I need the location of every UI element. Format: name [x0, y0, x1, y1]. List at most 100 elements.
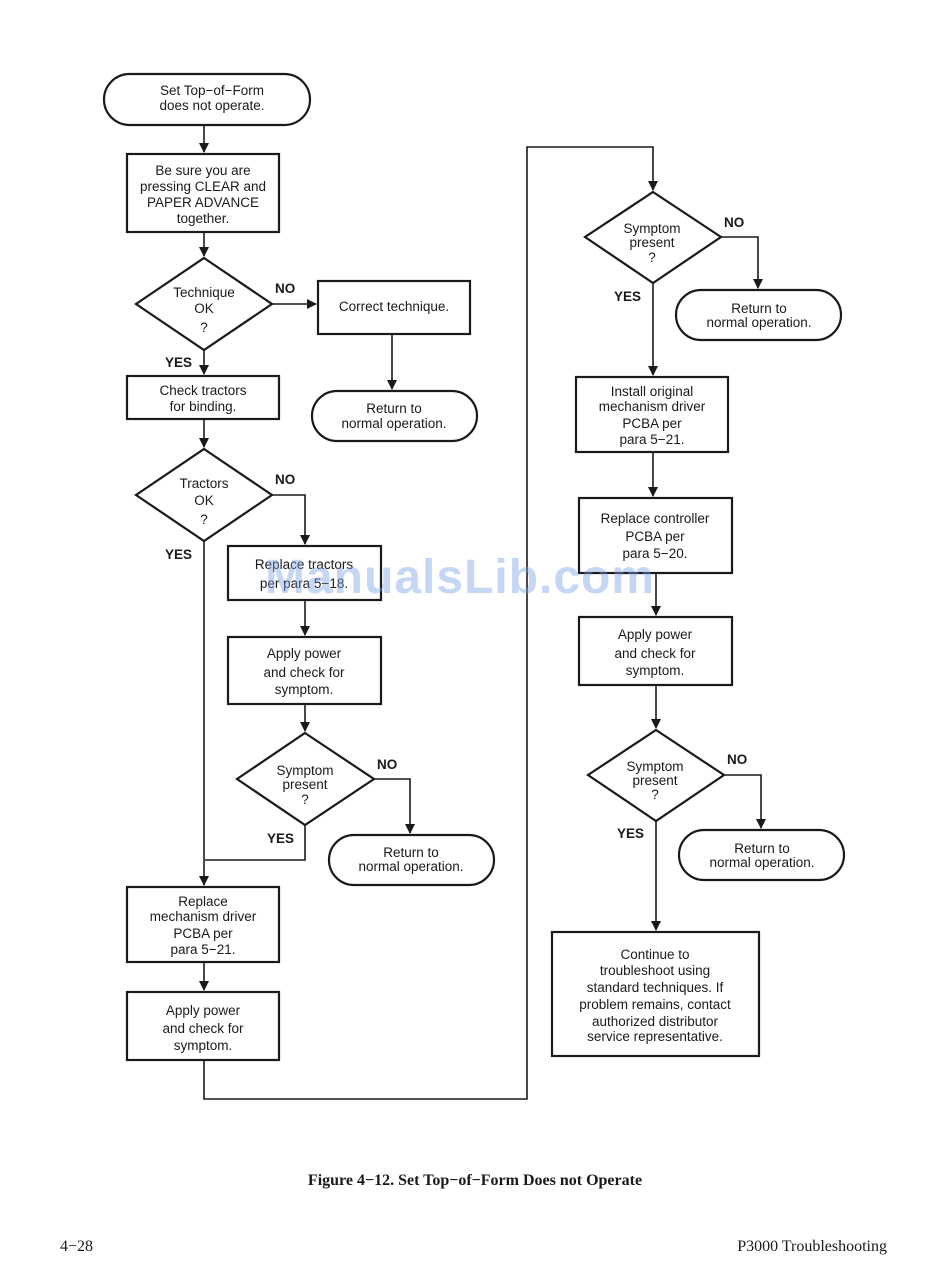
decision-line: present [282, 777, 327, 792]
flowchart-connectors [199, 126, 766, 1100]
node-line: normal operation. [706, 315, 811, 330]
label-symptom3-yes: YES [617, 826, 644, 841]
node-line: Replace controller [601, 511, 710, 526]
node-line: para 5−21. [620, 432, 685, 447]
node-line: normal operation. [341, 416, 446, 431]
decision-line: ? [651, 787, 659, 802]
node-be-sure-line: pressing CLEAR and [140, 179, 266, 194]
node-line: Return to [366, 401, 422, 416]
node-line: para 5−21. [171, 942, 236, 957]
node-line: PCBA per [173, 926, 233, 941]
node-line: Apply power [166, 1003, 241, 1018]
node-line: Continue to [620, 947, 689, 962]
node-line: Correct technique. [339, 299, 449, 314]
decision-line: Technique [173, 285, 235, 300]
label-tractors-yes: YES [165, 547, 192, 562]
node-be-sure-line: PAPER ADVANCE [147, 195, 259, 210]
node-line: mechanism driver [150, 909, 257, 924]
node-line: and check for [162, 1021, 244, 1036]
figure-caption: Figure 4−12. Set Top−of−Form Does not Op… [307, 1172, 643, 1189]
node-be-sure-line: together. [177, 211, 230, 226]
decision-line: Symptom [623, 221, 680, 236]
label-tractors-no: NO [275, 472, 295, 487]
decision-line: Symptom [276, 763, 333, 778]
section-title: P3000 Troubleshooting [737, 1238, 887, 1255]
node-line: Apply power [267, 646, 342, 661]
node-be-sure-line: Be sure you are [155, 163, 250, 178]
node-line: problem remains, contact [579, 997, 731, 1012]
node-line: Check tractors [159, 383, 246, 398]
node-start-line: does not operate. [159, 98, 264, 113]
decision-line: OK [194, 301, 214, 316]
node-line: authorized distributor [592, 1014, 719, 1029]
decision-line: ? [200, 320, 208, 335]
node-line: per para 5−18. [260, 576, 348, 591]
node-line: for binding. [170, 399, 237, 414]
node-line: Install original [611, 384, 694, 399]
decision-line: OK [194, 493, 214, 508]
label-technique-yes: YES [165, 355, 192, 370]
label-symptom1-yes: YES [267, 831, 294, 846]
node-line: normal operation. [709, 855, 814, 870]
page-number: 4−28 [60, 1238, 94, 1255]
node-line: Return to [731, 301, 787, 316]
decision-line: Symptom [626, 759, 683, 774]
label-symptom3-no: NO [727, 752, 747, 767]
node-line: Replace [178, 894, 228, 909]
watermark: ManualsLib.com [265, 551, 656, 604]
node-line: PCBA per [625, 529, 685, 544]
decision-line: present [632, 773, 677, 788]
node-start-line: Set Top−of−Form [160, 83, 264, 98]
node-line: Return to [383, 845, 439, 860]
node-line: symptom. [275, 682, 334, 697]
label-symptom1-no: NO [377, 757, 397, 772]
decision-line: Tractors [179, 476, 228, 491]
decision-line: ? [200, 512, 208, 527]
decision-line: ? [301, 792, 309, 807]
label-symptom2-no: NO [724, 215, 744, 230]
decision-line: ? [648, 250, 656, 265]
node-line: symptom. [174, 1038, 233, 1053]
node-line: symptom. [626, 663, 685, 678]
node-line: Replace tractors [255, 557, 354, 572]
node-apply-power-2: Apply power and check for symptom. [125, 990, 281, 1062]
decision-line: present [629, 235, 674, 250]
node-line: Apply power [618, 627, 693, 642]
node-line: para 5−20. [623, 546, 688, 561]
